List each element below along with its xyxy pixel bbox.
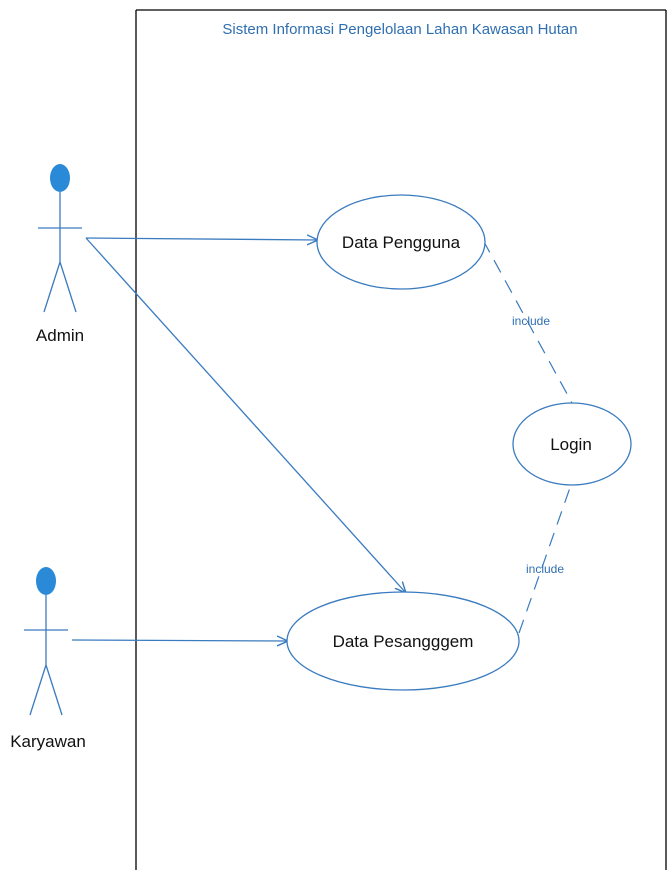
actor-karyawan: Karyawan	[10, 567, 86, 751]
admin-right-leg	[59, 261, 77, 313]
system-title: Sistem Informasi Pengelolaan Lahan Kawas…	[222, 21, 577, 38]
actor-karyawan-label: Karyawan	[10, 732, 86, 751]
usecase-login-ellipse	[512, 402, 632, 486]
usecase-data-pesanggem-ellipse	[286, 591, 520, 691]
usecase-login: Login	[512, 402, 632, 486]
usecase-data-pesanggem-label: Data Pesangggem	[333, 632, 474, 651]
actor-admin: Admin	[36, 164, 84, 345]
karyawan-left-leg	[29, 664, 47, 716]
include-data-pesanggem-login	[518, 481, 573, 634]
usecase-data-pengguna: Data Pengguna	[316, 194, 486, 290]
karyawan-right-leg	[45, 664, 63, 716]
include-data-pengguna-login	[482, 239, 573, 404]
system-boundary: Sistem Informasi Pengelolaan Lahan Kawas…	[135, 9, 667, 870]
admin-head	[50, 164, 70, 192]
include-label-2: include	[526, 562, 564, 576]
admin-left-leg	[43, 261, 61, 313]
assoc-admin-data-pengguna	[85, 238, 318, 240]
usecase-data-pengguna-label: Data Pengguna	[342, 233, 461, 252]
assoc-admin-data-pesanggem	[85, 237, 406, 593]
usecase-data-pesanggem: Data Pesangggem	[286, 591, 520, 691]
include-label-1: include	[512, 314, 550, 328]
usecase-data-pengguna-ellipse	[316, 194, 486, 290]
actor-admin-label: Admin	[36, 326, 84, 345]
assoc-karyawan-data-pesanggem	[71, 640, 288, 641]
usecase-login-label: Login	[550, 435, 592, 454]
karyawan-head	[36, 567, 56, 595]
